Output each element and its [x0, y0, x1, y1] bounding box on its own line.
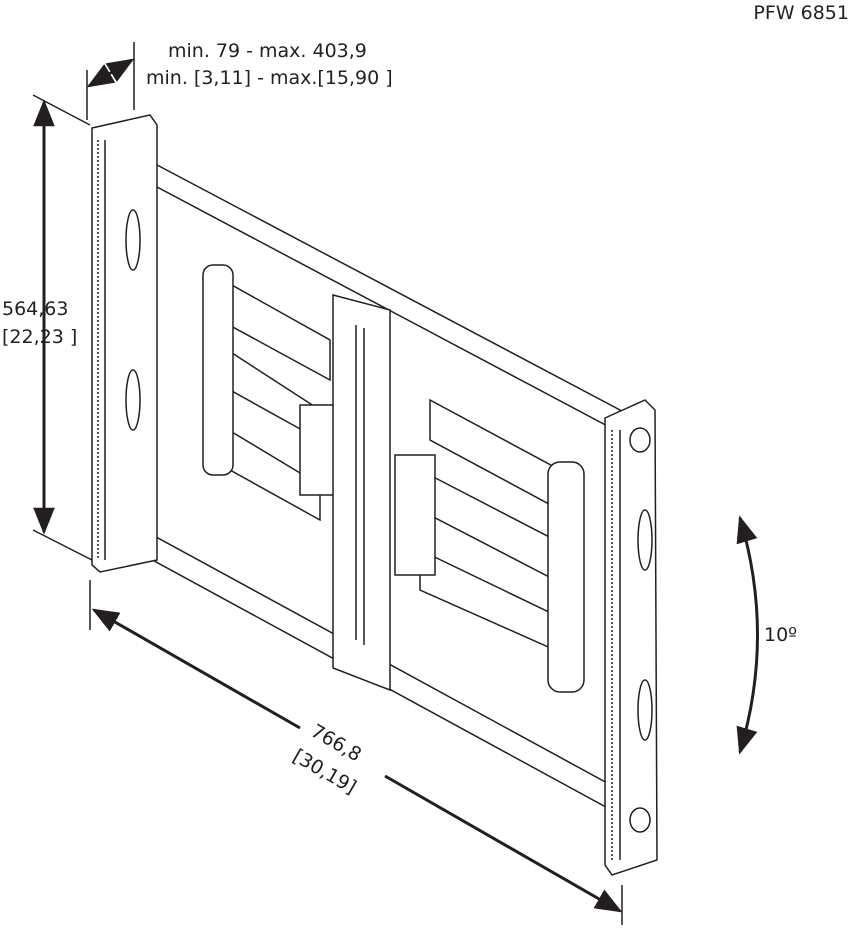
height-mm: 564,63	[2, 298, 69, 320]
height-inch: [22,23 ]	[2, 326, 78, 348]
depth-inch: min. [3,11] - max.[15,90 ]	[146, 67, 393, 89]
center-plate	[332, 294, 391, 692]
tilt-angle: 10º	[764, 624, 798, 646]
left-wall-plate	[91, 114, 158, 573]
model-number: PFW 6851	[753, 2, 849, 24]
right-arm	[394, 398, 585, 693]
height-dimension-line	[32, 94, 93, 561]
tilt-arc	[736, 515, 759, 755]
depth-dimension-line	[86, 42, 135, 120]
width-dimension-line	[89, 580, 623, 925]
left-arm	[202, 264, 336, 522]
depth-mm: min. 79 - max. 403,9	[168, 40, 367, 62]
right-wall-plate	[604, 399, 658, 876]
